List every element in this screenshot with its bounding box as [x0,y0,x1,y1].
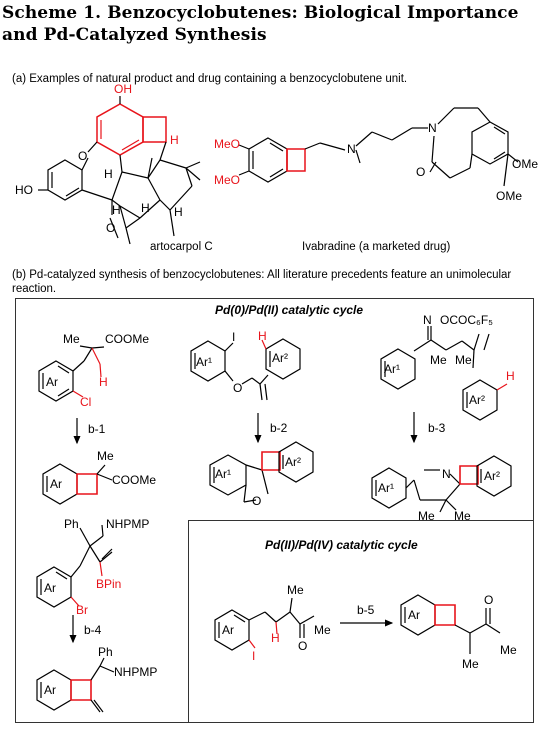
atom-label: Ivabradine (a marketed drug) [302,241,450,253]
cycle2-title: Pd(II)/Pd(IV) catalytic cycle [265,538,418,552]
atom-label: O [298,639,307,653]
atom-label: COOMe [112,473,156,487]
atom-label: MeO [214,137,240,151]
atom-label: I [252,649,255,663]
atom-label: b-1 [88,422,106,436]
atom-label: Ar² [484,469,500,483]
b4-scheme [36,524,115,713]
atom-label: BPin [96,577,121,591]
b5-scheme [214,594,501,654]
atom-label: HO [15,183,33,197]
atom-label: N [347,142,356,156]
atom-label: N [442,467,451,481]
atom-label: Ar [44,683,56,697]
atom-labels: OH O HO H H H H H O artocarpol C MeO MeO… [15,82,538,697]
atom-label: H [141,201,150,215]
atom-label: NHPMP [114,665,157,679]
atom-label: H [112,203,121,217]
atom-label: Ar [50,477,62,491]
atom-label: N [423,313,432,327]
atom-label: Br [76,603,88,617]
atom-label: H [174,205,183,219]
atom-label: O [233,381,242,395]
atom-label: H [99,375,108,389]
artocarpol-c-structure [38,96,201,245]
atom-label: H [170,133,179,147]
atom-label: Ar [222,623,234,637]
atom-label: Me [287,583,304,597]
atom-label: N [428,121,437,135]
atom-label: b-3 [428,421,446,435]
b1-scheme [38,345,113,505]
b2-scheme [190,338,314,503]
atom-label: Cl [80,395,91,409]
atom-label: Me [314,623,331,637]
atom-label: O [416,165,425,179]
atom-label: Ar [44,581,56,595]
atom-label: Me [500,643,517,657]
atom-label: I [232,330,235,344]
pd2-cycle-frame [188,520,534,723]
atom-label: H [104,167,113,181]
atom-label: Ph [64,517,79,531]
atom-label: O [106,221,115,235]
atom-label: Ar² [469,393,485,407]
atom-label: OH [114,82,132,96]
atom-label: Ar¹ [378,481,394,495]
atom-label: NHPMP [106,517,149,531]
atom-label: Me [63,332,80,346]
atom-label: MeO [214,173,240,187]
atom-label: b-2 [270,421,288,435]
atom-label: COOMe [105,332,149,346]
caption-a: (a) Examples of natural product and drug… [12,73,408,85]
atom-label: O [78,149,87,163]
atom-label: Ar¹ [196,355,212,369]
atom-label: Ph [98,645,113,659]
scheme-title: Scheme 1. Benzocyclobutenes: Biological … [2,3,519,45]
atom-label: OMe [496,189,522,203]
atom-label: Ar [408,608,420,622]
atom-label: Me [454,509,471,523]
atom-label: OMe [512,157,538,171]
atom-label: Ar¹ [215,467,231,481]
atom-label: Me [455,353,472,367]
atom-label: artocarpol C [150,241,213,253]
atom-label: OCOC₆F₅ [440,313,493,327]
atom-label: Me [462,657,479,671]
cycle1-title: Pd(0)/Pd(II) catalytic cycle [215,303,364,317]
atom-label: Ar [46,375,58,389]
ivabradine-structure [238,107,519,187]
atom-label: Me [418,509,435,523]
atom-label: b-5 [357,603,375,617]
b3-scheme [371,326,512,513]
caption-b: (b) Pd-catalyzed synthesis of benzocyclo… [12,269,512,295]
atom-label: Me [430,353,447,367]
atom-label: b-4 [84,623,102,637]
atom-label: Ar² [285,455,301,469]
atom-label: Me [97,449,114,463]
atom-label: H [271,631,280,645]
atom-label: O [484,593,493,607]
atom-label: Ar¹ [384,362,400,376]
atom-label: H [506,369,515,383]
atom-label: Ar² [272,351,288,365]
atom-label: O [252,494,261,508]
atom-label: H [258,329,267,343]
